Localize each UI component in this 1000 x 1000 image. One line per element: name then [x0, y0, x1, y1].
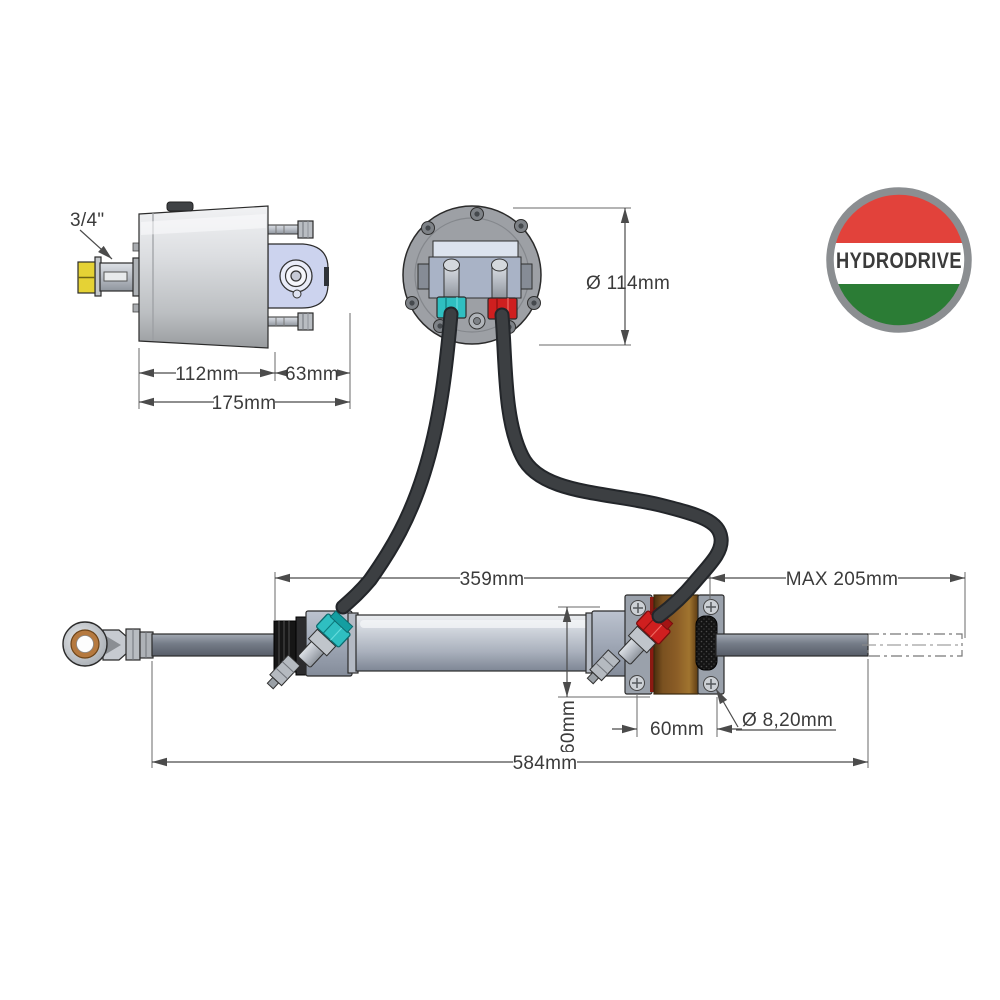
eye-bore: [76, 635, 94, 653]
phillips-screw-icon: [629, 675, 645, 691]
fitting-knob: [491, 258, 508, 272]
manifold-tab-right: [520, 263, 533, 290]
teal-collar: [329, 610, 354, 634]
diameter-dimension: Ø 114mm: [513, 207, 670, 346]
stud-nut: [297, 220, 314, 239]
helm-pump-side-view: 3/4" 112mm 63mm 175mm: [70, 201, 351, 414]
mount-stud-bottom: [267, 312, 314, 331]
label-mask: [214, 392, 275, 411]
nut-facet: [330, 626, 344, 641]
bleed-hex: [589, 649, 621, 682]
label-mask: [786, 568, 898, 588]
bleed-screw-right: [586, 649, 621, 685]
rod-end-eye: [62, 621, 128, 667]
logo-wordmark: HYDRODRIVE: [836, 248, 962, 273]
hose-port-b: [496, 309, 727, 622]
rod-jam-nuts: [125, 628, 154, 661]
filler-cap: [166, 201, 194, 212]
bolt-icon: [421, 221, 435, 235]
dim-584mm-label: 584mm: [513, 753, 578, 774]
bolt-icon: [470, 207, 484, 221]
clevis-notch: [106, 636, 121, 654]
shaft-size-annotation: 3/4": [70, 210, 113, 260]
steering-cylinder: [62, 594, 963, 695]
dim-60mm-vertical-label: 60mm: [558, 700, 579, 754]
bleed-hex: [269, 654, 301, 687]
mount-stud-top: [267, 220, 314, 239]
leader-line: [79, 229, 113, 260]
hose-port-a-outline: [335, 306, 459, 615]
cylinder-port-right: [618, 607, 674, 665]
hydraulic-hoses: [335, 306, 729, 624]
nut-facet: [595, 662, 609, 675]
knurled-sleeve: [695, 615, 718, 671]
logo-ring: [826, 187, 972, 333]
manifold-tab-left: [417, 263, 430, 290]
shaft-keyway: [103, 271, 128, 282]
nut-facet: [275, 667, 289, 680]
dim-114mm-label: Ø 114mm: [586, 273, 670, 294]
nut-facet: [650, 623, 664, 638]
leader-line: [715, 688, 739, 728]
bolt-icon: [527, 296, 541, 310]
dim-60mm-horizontal-label: 60mm: [650, 719, 704, 740]
dim-63mm-label: 63mm: [285, 364, 339, 385]
bracket-small-hole: [292, 289, 302, 299]
label-mask: [288, 363, 337, 382]
hose-port-a: [337, 308, 457, 613]
stem-hex: [307, 628, 337, 657]
nut-facet: [281, 661, 295, 673]
bolt-icon: [514, 219, 528, 233]
hose-port-boss-inner: [290, 270, 302, 282]
pump-body: [138, 205, 269, 349]
bleed-screw-left: [266, 654, 301, 690]
shaft-size-label: 3/4": [70, 210, 104, 231]
hydrodrive-logo: HYDRODRIVE: [826, 187, 972, 333]
stem-hex: [627, 625, 657, 654]
body-highlight: [141, 214, 266, 235]
stud-shaft: [267, 224, 299, 235]
bracket-screws: [629, 599, 719, 692]
pump-dimensions: 112mm 63mm 175mm: [138, 313, 351, 414]
flange-bolts: [405, 207, 541, 334]
dim-359mm-label: 359mm: [460, 569, 525, 590]
phillips-screw-icon: [703, 599, 719, 615]
cylinder-port-left: [298, 610, 354, 668]
manifold-top-band: [432, 240, 519, 258]
piston-rod-left: [151, 633, 287, 657]
bolt-icon: [405, 296, 419, 310]
fitting-knob: [443, 258, 460, 272]
label-mask: [513, 752, 577, 772]
nut-facet: [601, 656, 615, 668]
dim-max205-label: MAX 205mm: [786, 569, 899, 590]
stud-shaft: [267, 316, 299, 327]
label-mask: [176, 363, 238, 382]
phillips-screw-icon: [703, 676, 719, 692]
piston-rod-right: [715, 633, 869, 657]
dim-hole-label: Ø 8,20mm: [742, 710, 833, 731]
phillips-screw-icon: [630, 600, 646, 616]
label-mask: [460, 568, 524, 588]
logo-white-band: [833, 243, 965, 284]
dim-175mm-label: 175mm: [212, 393, 277, 414]
nut-facet: [322, 619, 336, 634]
center-bolt-icon: [468, 312, 486, 330]
dim-112mm-label: 112mm: [175, 364, 238, 385]
cylinder-dimensions: 359mm MAX 205mm 60mm 60mm Ø 8,20mm 584mm: [151, 568, 966, 774]
tube-highlight: [360, 620, 590, 628]
stud-nut: [297, 312, 314, 331]
bracket-rear-tab: [324, 267, 329, 286]
